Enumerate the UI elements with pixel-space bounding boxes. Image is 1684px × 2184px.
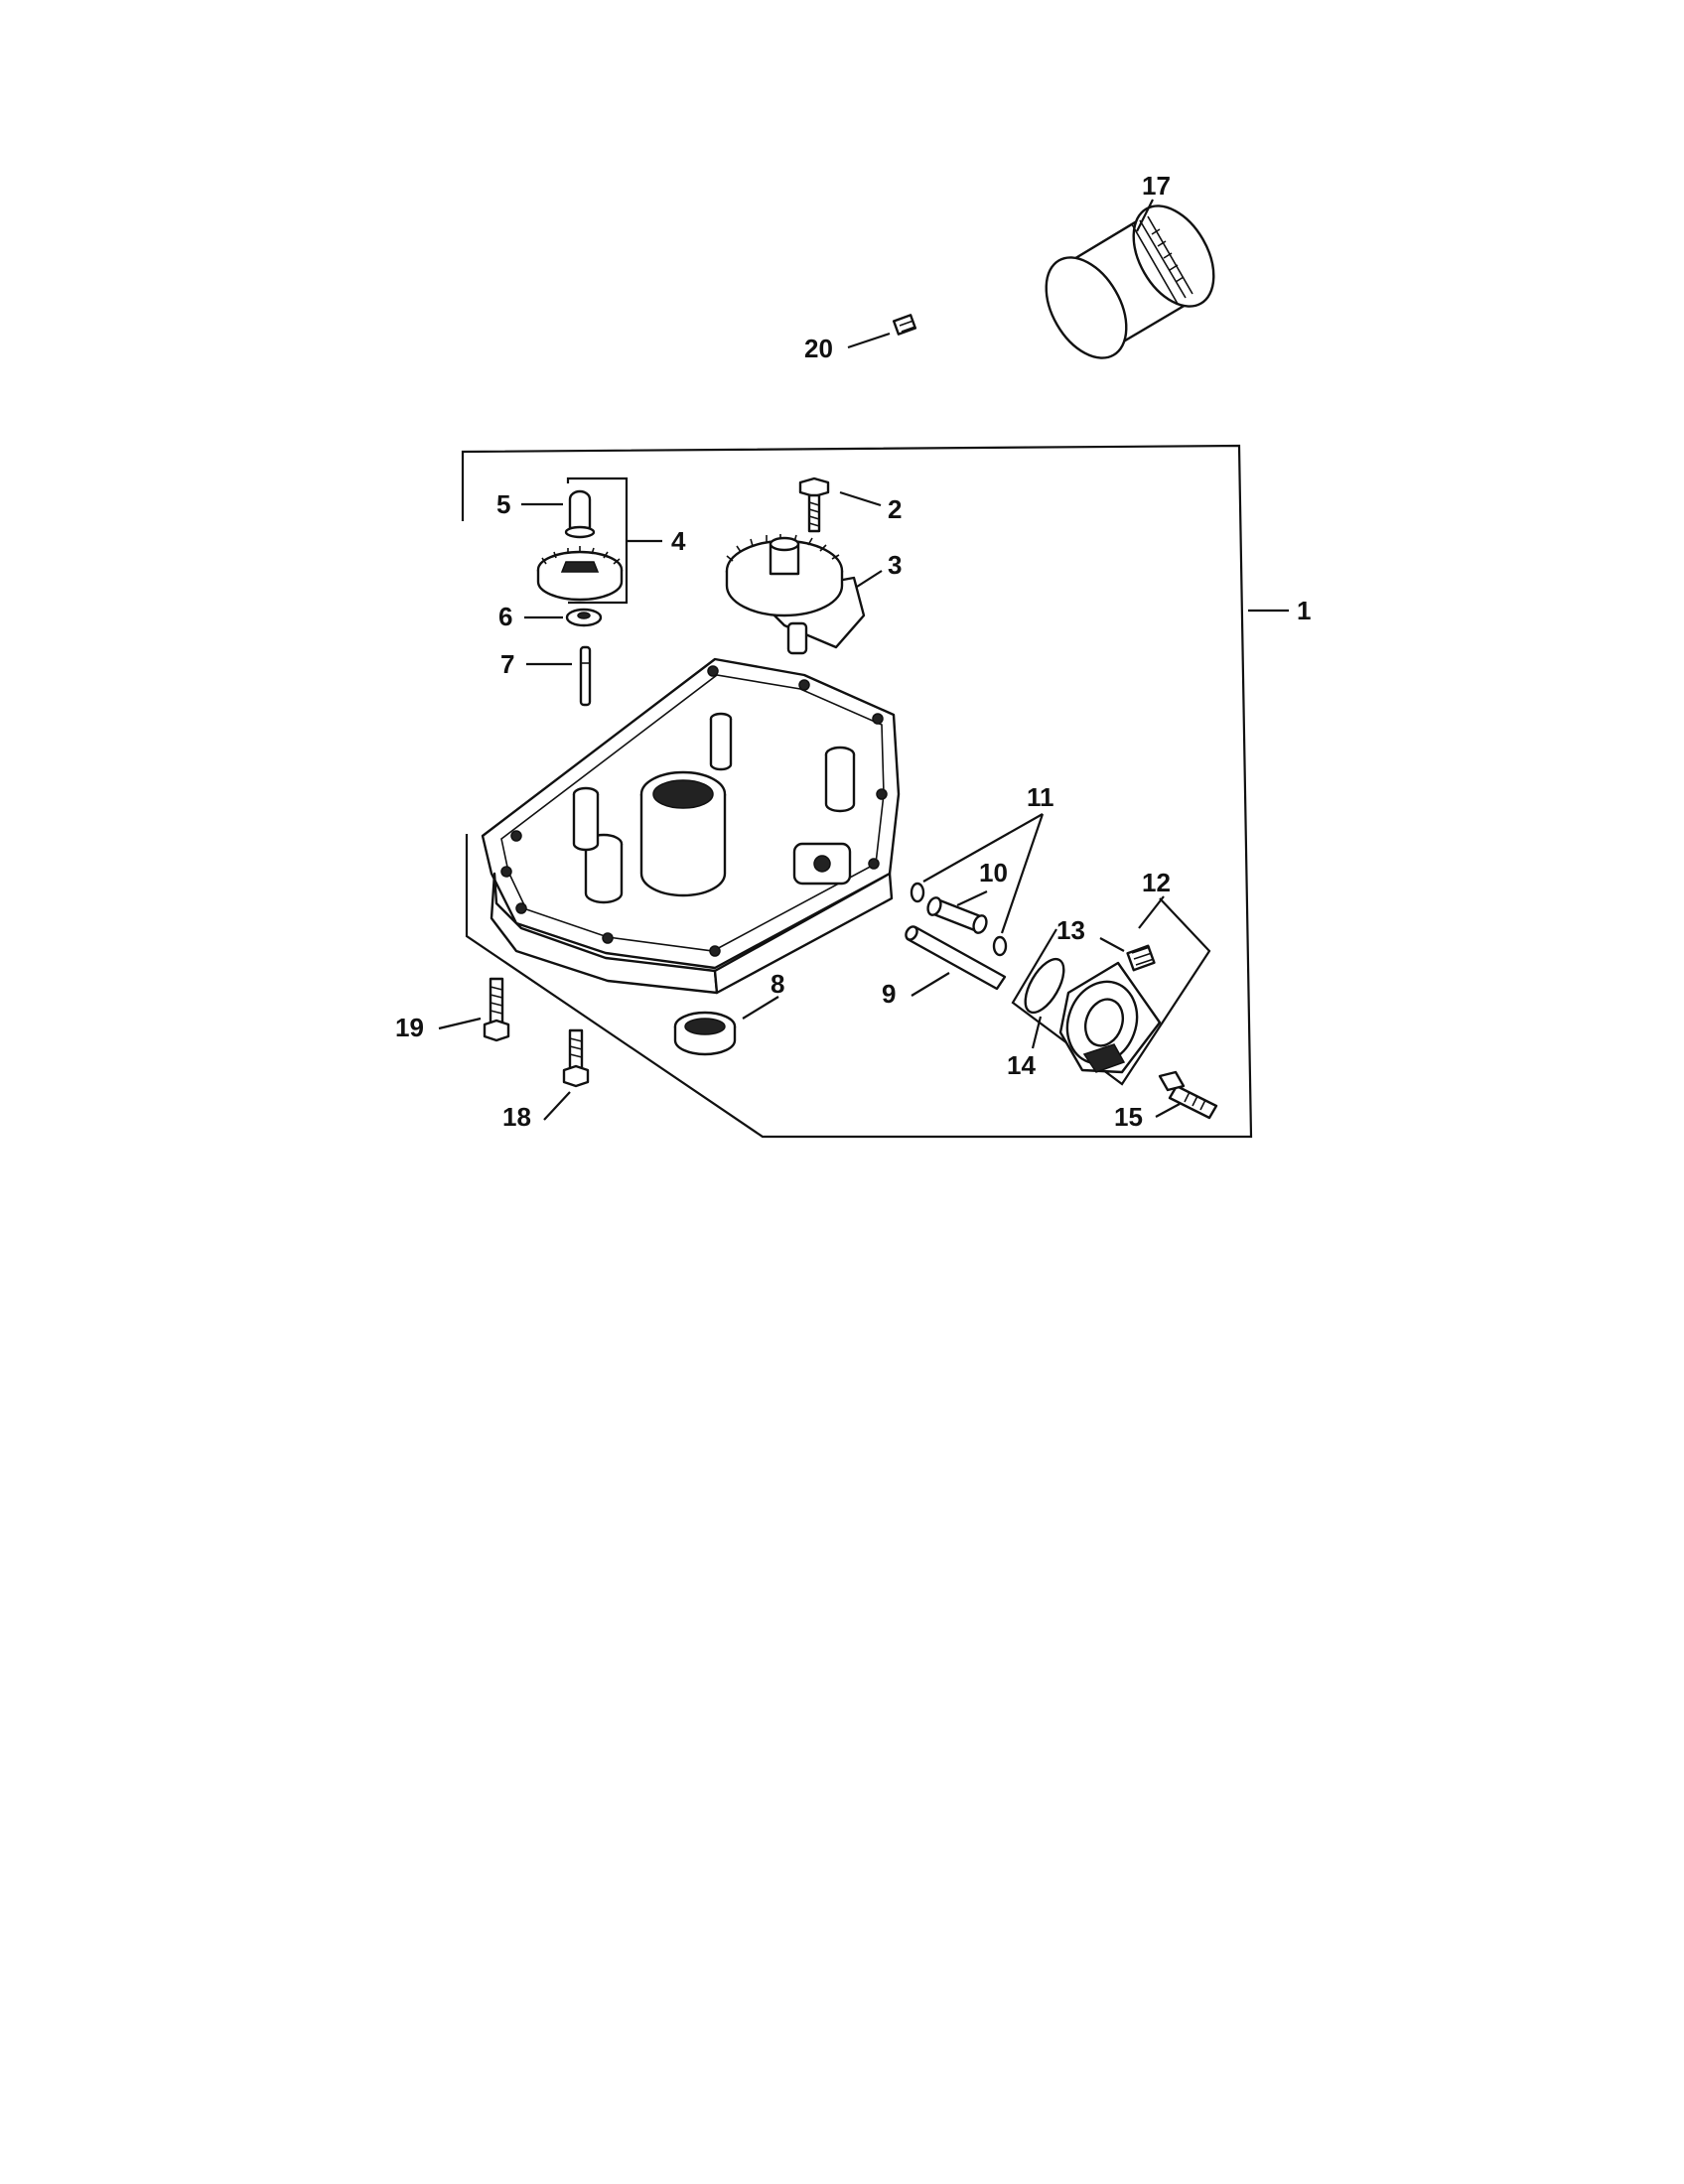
callout-11: 11 [1027, 782, 1054, 812]
thrust-washer [565, 608, 603, 627]
callout-5: 5 [496, 489, 510, 519]
closure-plate [481, 657, 901, 995]
pickup-tube [905, 925, 1007, 991]
callout-12: 12 [1142, 868, 1171, 897]
shoulder-bolt [1158, 1070, 1218, 1120]
callout-6: 6 [498, 602, 512, 631]
callout-1: 1 [1297, 596, 1311, 625]
regulating-pin [579, 645, 592, 707]
callout-10: 10 [979, 858, 1008, 887]
callout-4: 4 [671, 526, 686, 556]
callout-15: 15 [1114, 1102, 1143, 1132]
o-rings [910, 882, 1008, 957]
callout-20: 20 [804, 334, 833, 363]
callout-2: 2 [888, 494, 902, 524]
callout-17: 17 [1142, 171, 1171, 201]
flange-bolt-18 [562, 1028, 590, 1088]
callout-8: 8 [771, 969, 784, 999]
callout-18: 18 [502, 1102, 531, 1132]
pipe-plug [892, 314, 917, 336]
callout-13: 13 [1056, 915, 1085, 945]
callout-3: 3 [888, 550, 902, 580]
callout-9: 9 [882, 979, 896, 1009]
oil-filter [1045, 205, 1215, 359]
pump-housing [1058, 961, 1162, 1074]
relief-spring [1126, 944, 1156, 972]
relief-tube [926, 896, 988, 934]
flange-bolt-19 [483, 977, 510, 1042]
callout-14: 14 [1007, 1050, 1036, 1080]
oil-pump-gear [725, 534, 866, 655]
hex-bolt-2 [798, 477, 830, 533]
governor-shaft [564, 489, 596, 539]
assembly-bracket [461, 444, 1289, 1139]
callout-7: 7 [500, 649, 514, 679]
governor-gear [536, 546, 624, 602]
oil-seal [673, 1011, 737, 1056]
callout-19: 19 [395, 1013, 424, 1042]
pump-o-ring [1024, 957, 1065, 1015]
